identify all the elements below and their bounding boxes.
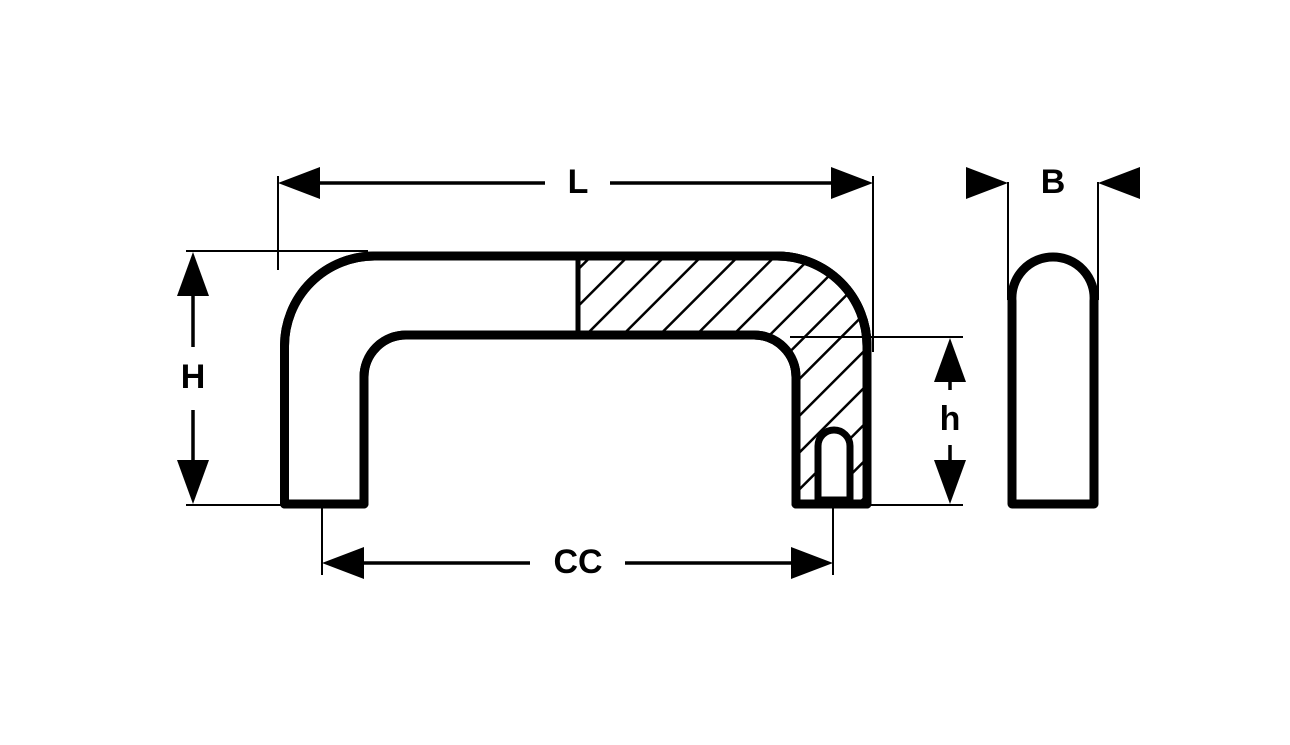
dimension-label-L: L — [568, 163, 589, 201]
dimension-h: h — [790, 336, 966, 506]
side-view-group — [1007, 252, 1099, 509]
dimension-label-h: h — [940, 400, 961, 438]
arrow-H-bottom — [177, 460, 209, 504]
handle-body-outline-overstroke — [280, 251, 872, 509]
arrow-B-left — [966, 167, 1008, 199]
side-view-outline — [1007, 252, 1099, 509]
dimension-H: H — [177, 250, 368, 506]
arrow-CC-right — [791, 547, 833, 579]
arrow-h-bottom — [934, 460, 966, 504]
dimension-label-B: B — [1041, 163, 1066, 201]
dimension-L: L — [277, 163, 874, 352]
arrow-H-top — [177, 252, 209, 296]
dimension-B: B — [966, 163, 1140, 300]
arrow-CC-left — [322, 547, 364, 579]
arrow-L-right — [831, 167, 873, 199]
threaded-insert — [814, 426, 854, 504]
dimension-label-CC: CC — [553, 543, 602, 581]
dimension-label-H: H — [181, 358, 206, 396]
front-view-group — [280, 251, 872, 509]
arrow-L-left — [278, 167, 320, 199]
arrow-h-top — [934, 338, 966, 382]
arrow-B-right — [1098, 167, 1140, 199]
dimension-CC: CC — [321, 508, 834, 581]
